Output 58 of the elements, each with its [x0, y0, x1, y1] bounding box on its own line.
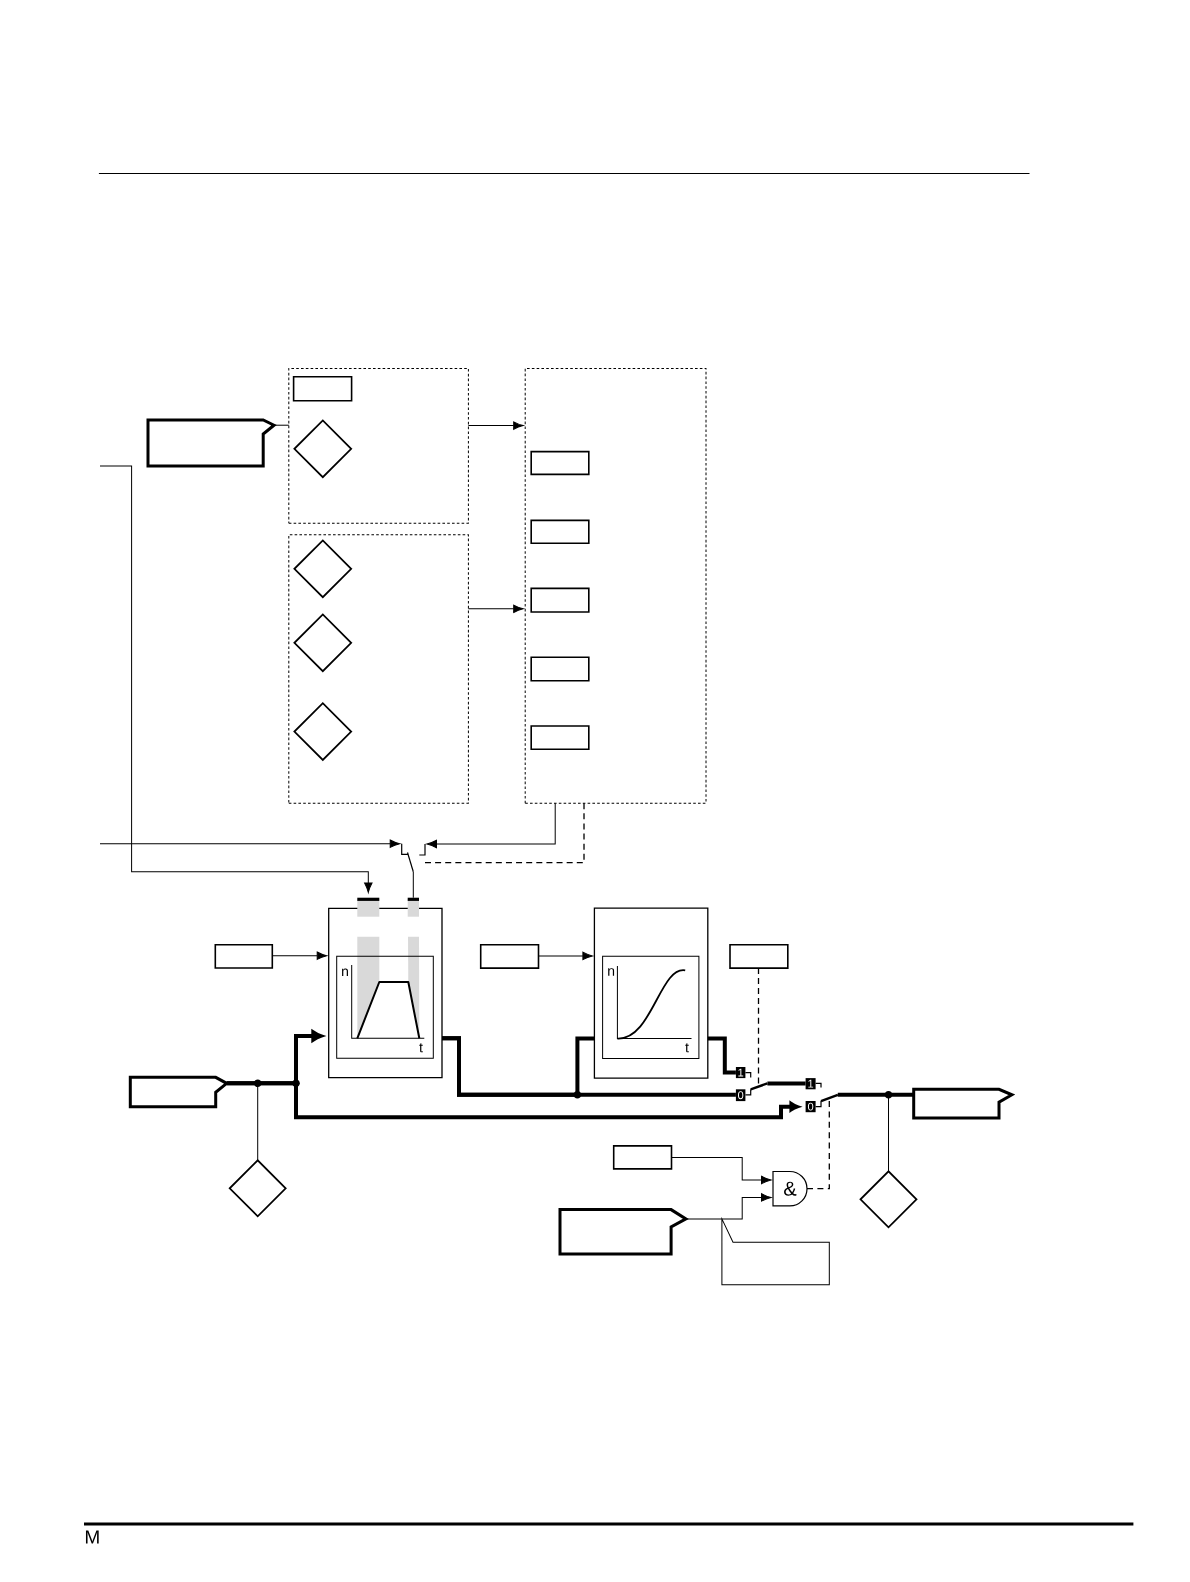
- parameter-box: [530, 450, 590, 476]
- parameter-box: [530, 725, 590, 750]
- connector-line: [273, 424, 290, 426]
- callout-box: [721, 1218, 830, 1286]
- arrow: [226, 1081, 800, 1120]
- arrow: [538, 951, 593, 961]
- contact-tab: 1: [735, 1067, 752, 1079]
- connector-line: [412, 871, 414, 899]
- axis-label: t: [419, 1043, 423, 1053]
- connector-tag: [558, 1208, 689, 1256]
- group-frame: [288, 367, 469, 524]
- diamond-symbol: [293, 419, 353, 479]
- group-frame: [288, 534, 469, 804]
- arrow: [271, 951, 328, 960]
- diamond-symbol: [293, 539, 353, 599]
- connector-line: [837, 1092, 914, 1097]
- arrow: [671, 1156, 772, 1185]
- arrow: [99, 465, 373, 893]
- connector-line: [767, 1081, 806, 1086]
- control-line: [424, 802, 585, 864]
- axis-label: t: [685, 1043, 689, 1053]
- arrow: [467, 604, 524, 613]
- parameter-box: [479, 944, 540, 969]
- parameter-box: [292, 376, 353, 402]
- connector-tag: [146, 418, 277, 468]
- connector-line: [707, 1036, 736, 1075]
- control-line: [806, 1100, 830, 1190]
- contact-tab: 0: [805, 1100, 822, 1113]
- function-block: [593, 907, 709, 1079]
- parameter-box: [530, 656, 590, 682]
- parameter-box: [729, 944, 789, 969]
- parameter-box: [530, 519, 590, 544]
- control-line: [757, 967, 760, 1085]
- connector-tag: [912, 1087, 1016, 1120]
- arrow: [467, 421, 524, 430]
- contact-tab: 1: [805, 1078, 822, 1090]
- switch-symbol: [750, 1082, 768, 1091]
- footer-text: M: [85, 1530, 99, 1544]
- and-gate: &: [772, 1170, 808, 1207]
- parameter-box: [214, 943, 274, 969]
- parameter-box: [530, 587, 590, 613]
- arrow: [685, 1193, 772, 1220]
- switch-symbol: [401, 843, 426, 873]
- connector-line: [837, 1094, 889, 1172]
- connector-line: [442, 1036, 736, 1097]
- connector-tag: [128, 1075, 230, 1109]
- axis-label: n: [608, 968, 615, 976]
- contact-tab: 0: [735, 1088, 752, 1102]
- parameter-box: [612, 1145, 673, 1170]
- switch-symbol: [820, 1093, 839, 1103]
- diamond-symbol: [228, 1159, 287, 1218]
- diamond-symbol: [859, 1170, 918, 1229]
- arrow: [426, 802, 556, 849]
- arrow: [99, 839, 401, 848]
- group-frame: [524, 367, 707, 804]
- axis-label: n: [342, 968, 348, 977]
- function-block: [328, 897, 443, 1079]
- diamond-symbol: [293, 613, 353, 673]
